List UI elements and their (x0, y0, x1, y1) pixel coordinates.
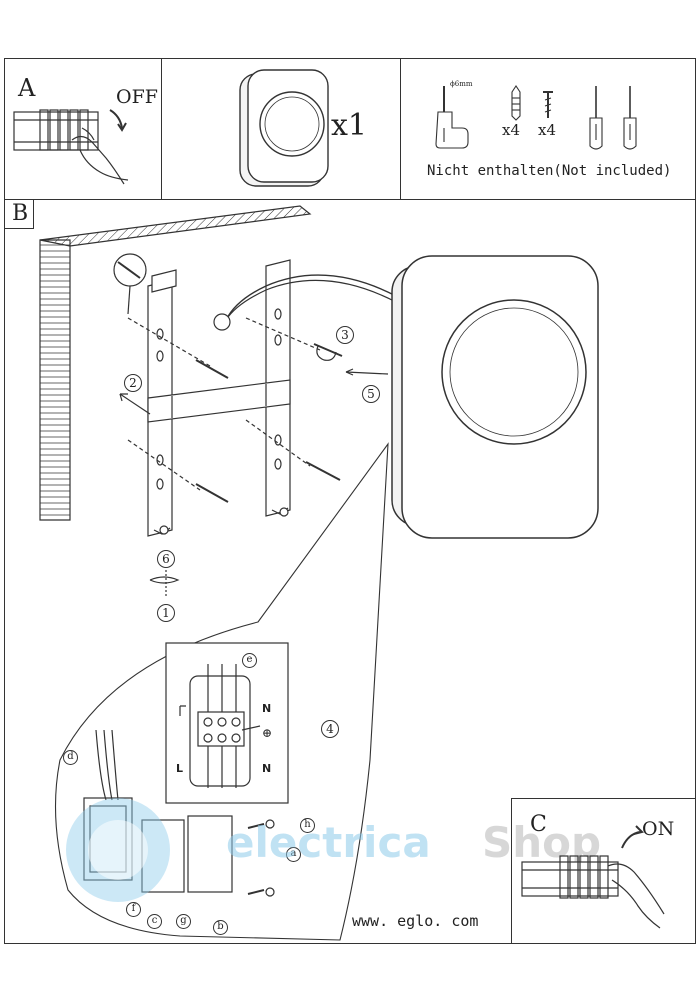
panel-c-letter: C (530, 812, 547, 837)
step-2: 2 (124, 374, 142, 392)
dowel-quantity: x4 (502, 121, 521, 139)
part-b: b (213, 920, 228, 935)
part-h: h (300, 818, 315, 833)
step-5: 5 (362, 385, 380, 403)
part-d: d (63, 750, 78, 765)
panel-b-letter-box (4, 199, 34, 229)
terminal-N-bottom-label: N (262, 762, 272, 775)
watermark-text-electrica: electrica (226, 818, 431, 867)
drill-size-label: ϕ6mm (450, 80, 473, 88)
panel-c (511, 798, 696, 944)
terminal-N-top-label: N (262, 702, 272, 715)
step-6: 6 (157, 550, 175, 568)
panel-b-letter: B (12, 201, 29, 226)
ground-symbol: ⊕ (262, 726, 273, 740)
step-1: 1 (157, 604, 175, 622)
part-e: e (242, 653, 257, 668)
panel-a-letter: A (18, 74, 36, 102)
part-f: f (126, 902, 141, 917)
part-g: g (176, 914, 191, 929)
terminal-L-label: L (176, 762, 184, 775)
product-quantity: x1 (331, 108, 368, 143)
breaker-switches (39, 109, 89, 151)
not-included-caption: Nicht enthalten(Not included) (427, 163, 672, 179)
part-a: a (286, 847, 301, 862)
part-c: c (147, 914, 162, 929)
watermark-text-shop: Shop (482, 818, 602, 867)
off-label: OFF (116, 86, 158, 108)
on-label: ON (642, 818, 675, 840)
panel-tools (400, 58, 696, 200)
step-4: 4 (321, 720, 339, 738)
footer-url[interactable]: www. eglo. com (352, 912, 479, 930)
screw-quantity: x4 (538, 121, 557, 139)
step-3: 3 (336, 326, 354, 344)
